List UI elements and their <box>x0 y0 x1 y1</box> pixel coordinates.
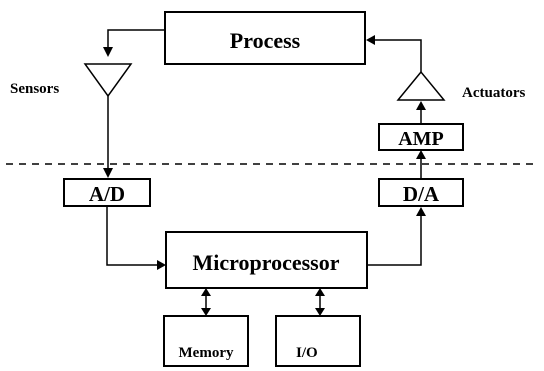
io-bus <box>315 288 325 316</box>
memory-label: Memory <box>179 345 234 361</box>
ad-input-arrowhead <box>103 168 113 178</box>
actuator-triangle <box>396 70 446 101</box>
memory-bus-down-arrowhead <box>201 308 211 316</box>
actuator-to-process-wire <box>374 39 422 72</box>
memory-box <box>163 315 249 367</box>
process-box <box>164 11 366 65</box>
microprocessor-box <box>165 231 368 289</box>
process-input-arrowhead <box>366 35 375 45</box>
memory-block: Memory <box>163 315 249 367</box>
amp-input-arrowhead <box>416 150 426 159</box>
ad-block: A/D <box>63 178 151 207</box>
microprocessor-input-arrowhead <box>157 260 166 270</box>
process-to-sensor-wire <box>107 29 165 48</box>
io-bus-down-arrowhead <box>315 308 325 316</box>
amp-box <box>378 123 464 151</box>
sensors-label: Sensors <box>10 81 59 97</box>
da-block: D/A <box>378 178 464 207</box>
da-label: D/A <box>403 182 440 206</box>
ad-label: A/D <box>89 182 125 206</box>
io-bus-up-arrowhead <box>315 288 325 296</box>
actuators-label: Actuators <box>462 85 525 101</box>
ad-to-microprocessor-wire <box>106 206 158 266</box>
microprocessor-block: Microprocessor <box>165 231 368 289</box>
da-input-arrowhead <box>416 207 426 216</box>
io-block: I/O <box>275 315 361 367</box>
sensor-triangle <box>83 63 133 98</box>
sensor-path: Sensors <box>10 29 165 178</box>
process-label: Process <box>230 28 301 53</box>
memory-bus <box>201 288 211 316</box>
sensor-input-arrowhead <box>103 47 113 57</box>
io-label: I/O <box>296 345 318 361</box>
microprocessor-to-da-wire <box>367 216 422 266</box>
actuator-path: AMP Actuators <box>366 35 525 179</box>
actuator-input-arrowhead <box>416 101 426 110</box>
microprocessor-label: Microprocessor <box>192 250 339 275</box>
da-box <box>378 178 464 207</box>
amp-label: AMP <box>398 128 444 150</box>
process-block: Process <box>164 11 366 65</box>
io-box <box>275 315 361 367</box>
memory-bus-up-arrowhead <box>201 288 211 296</box>
